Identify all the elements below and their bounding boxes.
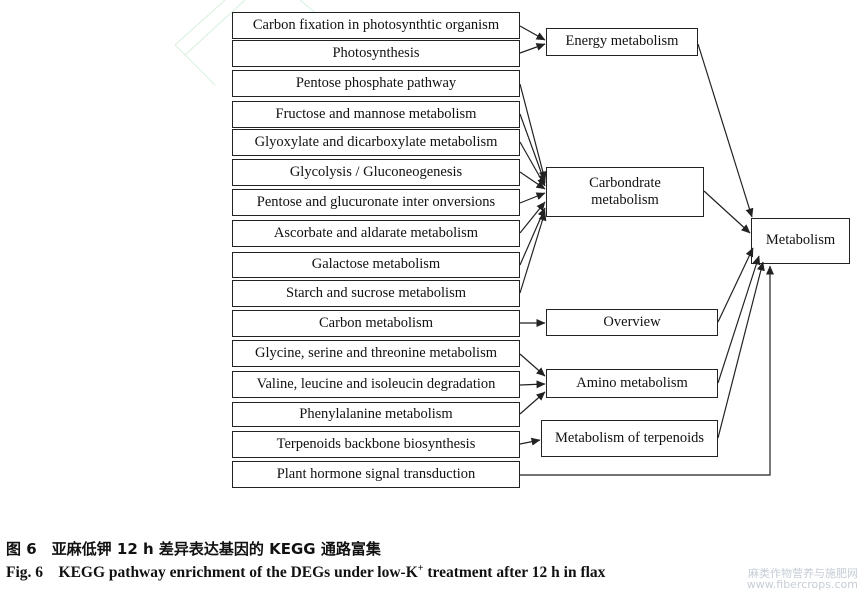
watermark-site-url: www.fibercrops.com: [746, 578, 858, 591]
arrow-fructose-to-carbo: [519, 113, 546, 184]
category-label: Amino metabolism: [576, 374, 688, 391]
category-box-overview: Overview: [546, 309, 718, 336]
arrow-energy-to-metabolism: [697, 43, 754, 218]
category-label: Overview: [603, 313, 661, 330]
root-box-metabolism: Metabolism: [751, 218, 850, 264]
watermark-site-name: 麻类作物营养与施肥网: [748, 567, 858, 580]
pathway-label: Carbon fixation in photosynthtic organis…: [252, 16, 500, 33]
pathway-box-carbon-fixation: Carbon fixation in photosynthtic organis…: [232, 12, 520, 39]
arrow-ascorbate-to-carbo: [519, 201, 546, 234]
arrow-carbon-fixation-to-energy: [519, 25, 546, 41]
pathway-box-terpenoids-backbone: Terpenoids backbone biosynthesis: [232, 431, 520, 458]
arrow-glycine-to-amino: [519, 353, 546, 377]
pathway-box-pentose-phosphate: Pentose phosphate pathway: [232, 70, 520, 97]
pathway-label: Starch and sucrose metabolism: [286, 284, 466, 301]
figure-caption-english: Fig. 6 KEGG pathway enrichment of the DE…: [6, 560, 605, 582]
pathway-label: Glyoxylate and dicarboxylate metabolism: [254, 133, 498, 150]
pathway-box-valine: Valine, leucine and isoleucin degradatio…: [232, 371, 520, 398]
pathway-label: Ascorbate and aldarate metabolism: [273, 224, 479, 241]
pathway-label: Carbon metabolism: [319, 314, 433, 331]
category-label: Metabolism of terpenoids: [554, 429, 704, 446]
root-label: Metabolism: [765, 232, 836, 249]
pathway-label: Glycolysis / Gluconeogenesis: [289, 163, 463, 180]
arrow-phenylalanine-to-amino: [519, 391, 546, 415]
category-box-metabolism-of-terpenoids: Metabolism of terpenoids: [541, 420, 718, 457]
pathway-label: Galactose metabolism: [311, 256, 441, 273]
arrow-glycolysis-to-carbo: [519, 171, 546, 190]
caption-en-part2: treatment after 12 h in flax: [423, 564, 606, 581]
arrow-terpenoids-to-metabolism: [717, 261, 765, 439]
pathway-box-plant-hormone: Plant hormone signal transduction: [232, 461, 520, 488]
pathway-label: Phenylalanine metabolism: [299, 405, 453, 422]
arrow-amino-to-metabolism: [717, 255, 761, 384]
pathway-box-phenylalanine: Phenylalanine metabolism: [232, 402, 520, 427]
category-label: Carbondrate metabolism: [589, 174, 661, 208]
pathway-label: Pentose and glucuronate inter onversions: [256, 193, 496, 210]
pathway-box-ascorbate: Ascorbate and aldarate metabolism: [232, 220, 520, 247]
arrow-terpenoids-to-terpenoids-metabolism: [519, 437, 541, 446]
arrow-pentose-phosphate-to-carbo: [519, 83, 547, 181]
figure-caption-chinese: 图 6 亚麻低钾 12 h 差异表达基因的 KEGG 通路富集: [6, 540, 381, 558]
arrow-plant-hormone-to-metabolism: [520, 265, 774, 476]
category-box-carbondrate-metabolism: Carbondrate metabolism: [546, 167, 704, 217]
pathway-label: Valine, leucine and isoleucin degradatio…: [256, 375, 496, 392]
pathway-box-glyoxylate: Glyoxylate and dicarboxylate metabolism: [232, 129, 520, 156]
pathway-box-galactose: Galactose metabolism: [232, 252, 520, 278]
pathway-box-carbon-metabolism: Carbon metabolism: [232, 310, 520, 337]
caption-en-superscript: +: [417, 562, 424, 574]
pathway-label: Plant hormone signal transduction: [276, 465, 476, 482]
pathway-box-pentose-glucuronate: Pentose and glucuronate inter onversions: [232, 189, 520, 216]
arrow-photosynthesis-to-energy: [519, 43, 546, 54]
pathway-label: Photosynthesis: [332, 44, 420, 61]
pathway-label: Glycine, serine and threonine metabolism: [255, 344, 497, 361]
category-box-amino-metabolism: Amino metabolism: [546, 369, 718, 398]
arrow-overview-to-metabolism: [717, 247, 754, 323]
pathway-box-glycolysis: Glycolysis / Gluconeogenesis: [232, 159, 520, 186]
pathway-label: Pentose phosphate pathway: [295, 74, 457, 91]
arrow-pentose-glucuronate-to-carbo: [519, 192, 546, 204]
arrow-glyoxylate-to-carbo: [519, 141, 546, 187]
pathway-box-fructose-mannose: Fructose and mannose metabolism: [232, 101, 520, 128]
category-label: Energy metabolism: [565, 33, 679, 50]
category-box-energy-metabolism: Energy metabolism: [546, 28, 698, 56]
pathway-label: Fructose and mannose metabolism: [275, 105, 477, 122]
arrow-valine-to-amino: [519, 380, 546, 389]
arrow-starch-to-carbo: [519, 211, 547, 294]
pathway-label: Terpenoids backbone biosynthesis: [276, 435, 476, 452]
caption-en-part1: Fig. 6 KEGG pathway enrichment of the DE…: [6, 564, 418, 581]
pathway-box-starch-sucrose: Starch and sucrose metabolism: [232, 280, 520, 307]
pathway-box-photosynthesis: Photosynthesis: [232, 40, 520, 67]
pathway-box-glycine: Glycine, serine and threonine metabolism: [232, 340, 520, 367]
arrow-carbo-to-metabolism: [703, 190, 751, 234]
